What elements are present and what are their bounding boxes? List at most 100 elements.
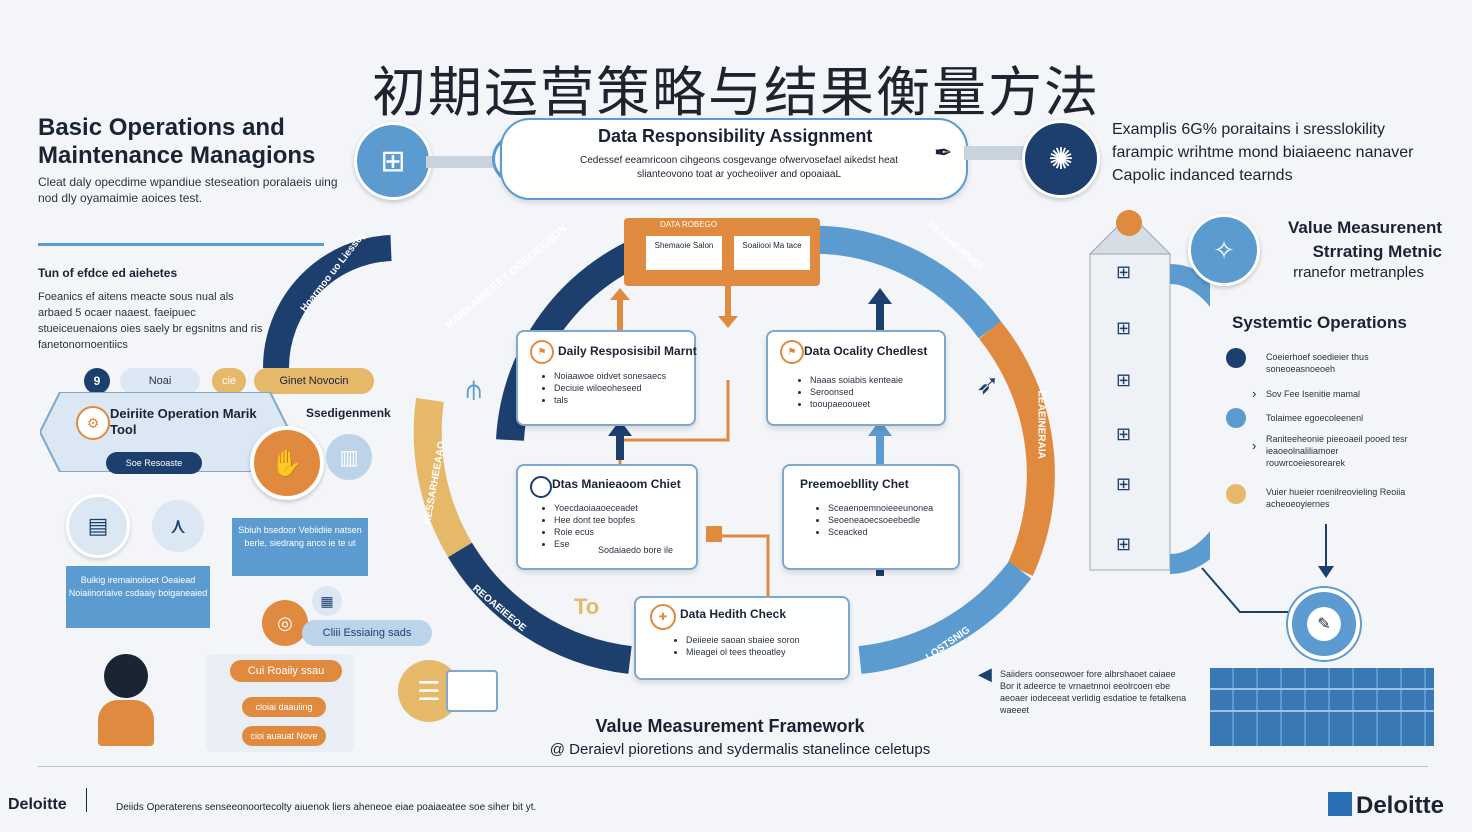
- clipboard-icon: ▤: [66, 494, 130, 558]
- list-item: Deciuie wiloeoheseed: [554, 382, 666, 394]
- window-icon: ⊞: [1116, 262, 1132, 282]
- cycle-ring: [413, 225, 1055, 674]
- brand-right[interactable]: Deloitte: [1356, 792, 1445, 819]
- bullet-icon: [1226, 348, 1246, 368]
- framework-subtitle: @ Deraievl pioretions and sydermalis sta…: [549, 741, 931, 758]
- list-item: Seoeneaoecsoeebedle: [828, 514, 933, 526]
- window-icon: ⊞: [1116, 424, 1132, 444]
- list-item: Ese: [554, 538, 638, 550]
- tool-button[interactable]: Soe Resoaste: [106, 452, 202, 474]
- card-health-icon: ✚: [650, 604, 676, 630]
- list-item: tooupaeooueet: [810, 398, 903, 410]
- list-item: Roie ecus: [554, 526, 638, 538]
- list-item: Seroonsed: [810, 386, 903, 398]
- left-subdesc: Foeanics ef aitens meacte sous nual als …: [38, 291, 263, 351]
- chevron-right-icon: ›: [1252, 386, 1257, 401]
- grid-line: [1210, 710, 1434, 712]
- list-item: tals: [554, 394, 666, 406]
- tool-sub: Ssedigenmenk: [306, 406, 391, 420]
- responsibility-desc: Cedessef eeamricoon cihgeons cosgevange …: [580, 155, 898, 180]
- footer-separator: [86, 788, 87, 812]
- bird-icon: ➶: [976, 369, 1000, 400]
- card-health-title: Data Hedith Check: [680, 607, 787, 621]
- card-quality-list: Naaas soiabis kenteaie Seroonsed tooupae…: [796, 374, 903, 410]
- systemic-item: Tolaimee egoecoleenenl: [1266, 413, 1364, 423]
- list-item: Deiieeie saoan sbaiee soron: [686, 634, 800, 646]
- footer-divider: [38, 766, 1428, 767]
- avatar: [104, 654, 148, 698]
- to-label: To: [574, 594, 600, 619]
- right-bottom-text: Saiiders oonseowoer fore albrshaoet caia…: [1000, 669, 1187, 715]
- window-icon: ⊞: [1116, 318, 1132, 338]
- systemic-item: Coeierhoef soedieier thus soneoeasnoeoeh: [1266, 352, 1369, 374]
- document-icon: ▦: [312, 586, 342, 616]
- vm-subtitle: rranefor metranples: [1293, 264, 1424, 281]
- window-icon: ⊞: [1116, 370, 1132, 390]
- systemic-item: Vuier hueier roenilreovieling Reoiia ach…: [1266, 487, 1406, 509]
- tower-top-dot: [1116, 210, 1142, 236]
- bullet-icon: [1226, 484, 1246, 504]
- pill-e: Cui Roaiiy ssau: [230, 660, 342, 682]
- pill-c: Ginet Novocin: [254, 368, 374, 394]
- card-daily-title: Daily Resposisibil Marnt: [558, 344, 697, 358]
- hand-icon: ✋: [250, 426, 324, 500]
- window-icon: ⊞: [1116, 534, 1132, 554]
- list-item: Hee dont tee bopfes: [554, 514, 638, 526]
- footer-text: Deiids Operaterens senseeonoortecolty ai…: [116, 802, 537, 813]
- blue-grid: [1210, 668, 1434, 746]
- card-daily-icon: ⚑: [530, 340, 554, 364]
- deloitte-logo-icon: [1328, 792, 1352, 816]
- pill-g: cioi auauat Nove: [242, 726, 326, 746]
- window-icon: ⊞: [1116, 474, 1132, 494]
- note-icon: [446, 670, 498, 712]
- list-item: Sceaenoemnoieeeunonea: [828, 502, 933, 514]
- responsibility-card: [500, 118, 968, 200]
- list-item: Yoecdaoiaaoeceadet: [554, 502, 638, 514]
- list-item: Naaas soiabis kenteaie: [810, 374, 903, 386]
- list-item: Sceacked: [828, 526, 933, 538]
- pill-b: cie: [212, 368, 246, 394]
- systemic-item: Sov Fee Isenitie mamal: [1266, 389, 1361, 399]
- left-arc: [262, 235, 392, 369]
- tower-graphic: [1088, 213, 1210, 574]
- bullet-icon: [1226, 408, 1246, 428]
- left-subheading: Tun of efdce ed aiehetes: [38, 266, 178, 280]
- pill-f: cloiai daauiing: [242, 697, 326, 717]
- coin-icon: ◎: [262, 600, 308, 646]
- pill-d: Cliii Essiaing sads: [302, 620, 432, 646]
- responsibility-title: Data Responsibility Assignment: [598, 126, 873, 146]
- card-health-list: Deiieeie saoan sbaiee soron Mieagei ol t…: [672, 634, 800, 658]
- card-quality-icon: ⚑: [780, 340, 804, 364]
- systemic-title: Systemtic Operations: [1232, 313, 1407, 332]
- flag-icon: ◀: [978, 664, 992, 684]
- blue-box-2: Buikig iremainoiioet Oeaiead Noiaiinoria…: [66, 566, 210, 628]
- list-item: Mieagei ol tees theoatley: [686, 646, 800, 658]
- chart-icon: ▥: [326, 434, 372, 480]
- list-item: Noiaawoe oidvet sonesaecs: [554, 370, 666, 382]
- brand-left[interactable]: Deloitte: [8, 796, 67, 813]
- framework-title: Value Measurement Framework: [595, 716, 865, 736]
- card-responsibility: [782, 464, 960, 570]
- right-intro: Examplis 6G% poraitains i sresslokility …: [1112, 121, 1414, 184]
- pen-icon: ✒: [934, 140, 953, 165]
- card-management-note: Sodaiaedo bore ile: [598, 545, 674, 555]
- windmill-icon: ⫛: [466, 374, 482, 404]
- orange-sub-b: Soaiiooi Ma tace: [734, 236, 810, 270]
- pointer-graphic: [1201, 524, 1334, 613]
- compass-icon: ✧: [1188, 214, 1260, 286]
- card-management-list: Yoecdaoiaaoeceadet Hee dont tee bopfes R…: [540, 502, 638, 550]
- card-quality-title: Data Ocality Chedlest: [804, 344, 928, 358]
- ring-label-right: EEAEINERAIA: [1035, 390, 1047, 459]
- target-icon: ✎: [1288, 588, 1360, 660]
- card-responsibility-title: Preemoebllity Chet: [800, 477, 909, 491]
- shield-icon: ⊞: [354, 122, 432, 200]
- blue-box-1: Sbiuh bsedoor Vebiidiie natsen berle, si…: [232, 518, 368, 576]
- left-desc: Cleat daly opecdime wpandiue steseation …: [38, 175, 338, 205]
- page-title: 初期运营策略与结果衡量方法: [372, 61, 1100, 124]
- grid-line: [1210, 688, 1434, 690]
- card-daily-list: Noiaawoe oidvet sonesaecs Deciuie wiloeo…: [540, 370, 666, 406]
- left-heading: Basic Operations and Maintenance Managio…: [38, 114, 316, 169]
- card-management-icon: [530, 476, 552, 498]
- card-management-title: Dtas Manieaoom Chiet: [552, 477, 681, 491]
- tool-label: Deiriite Operation Marik Tool: [110, 406, 257, 437]
